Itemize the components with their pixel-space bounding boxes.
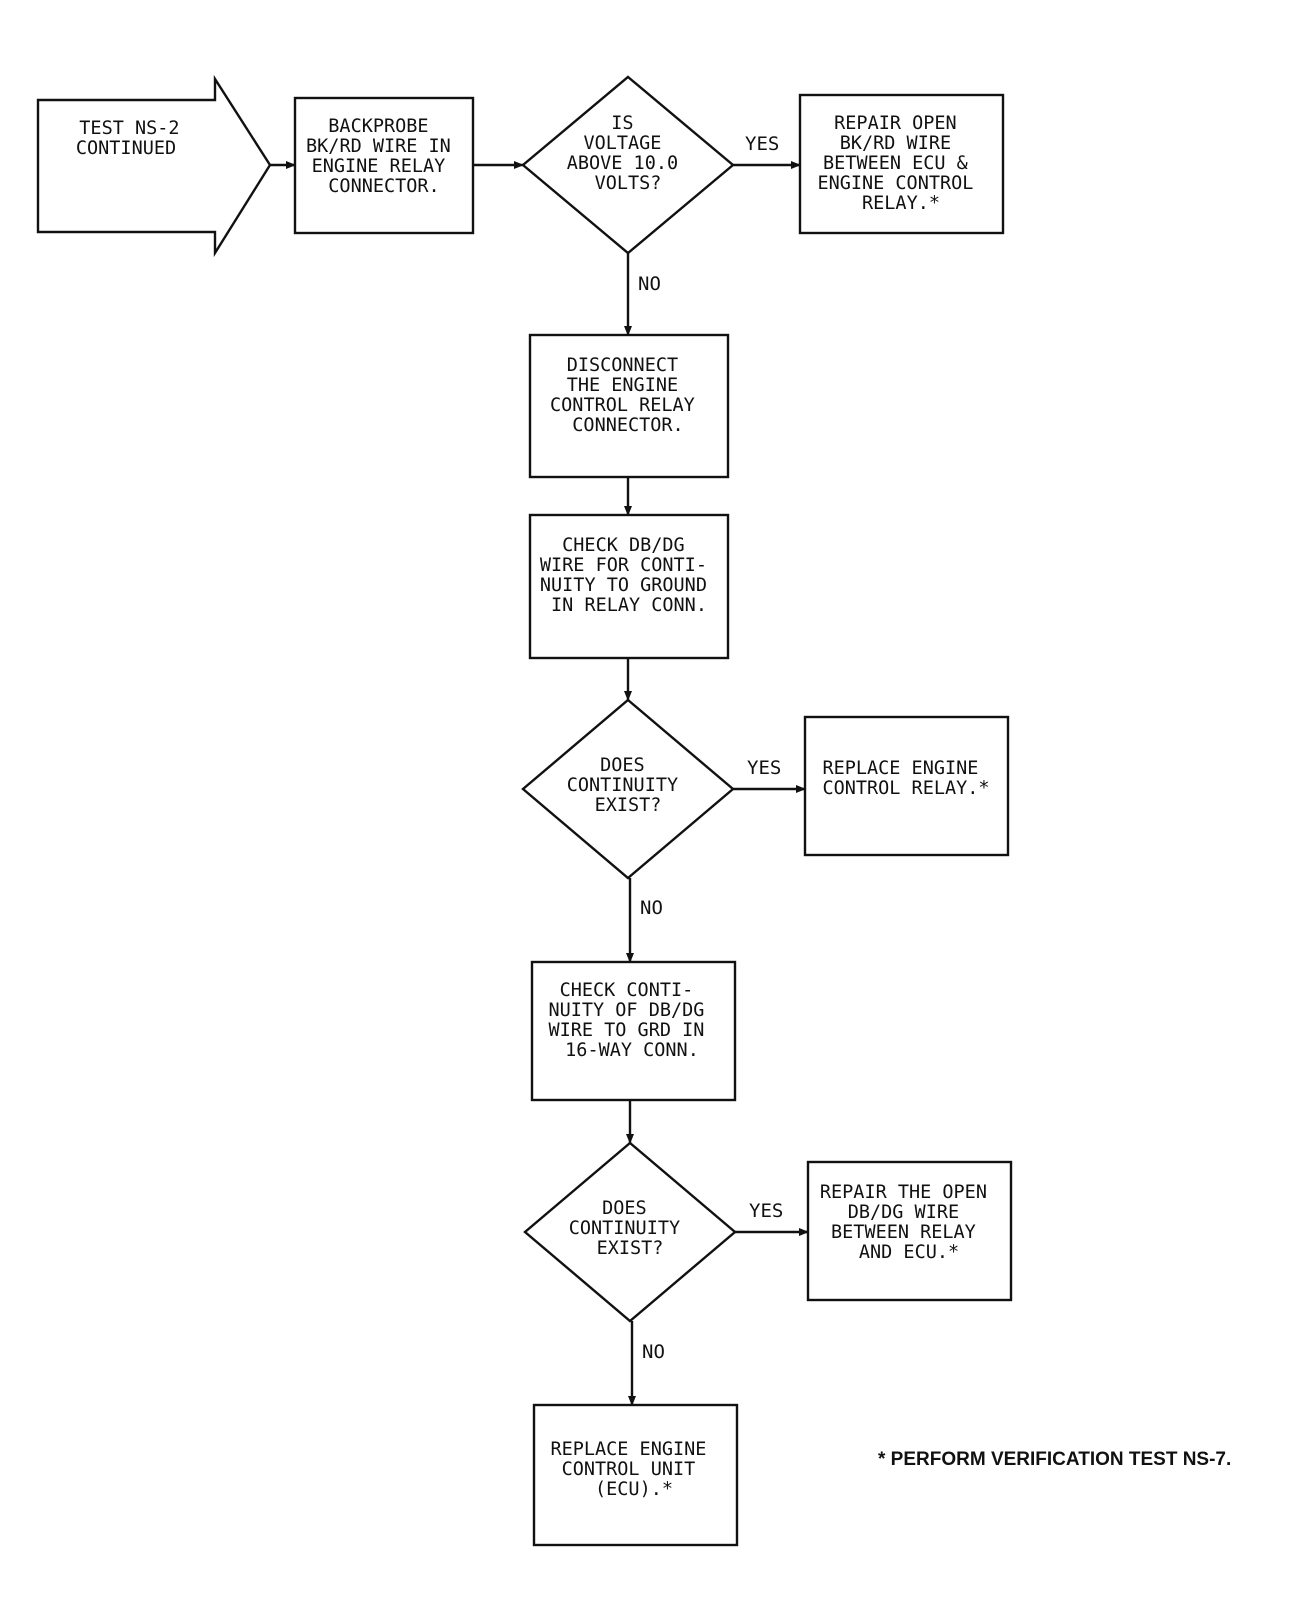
- yes-label-1: YES: [745, 133, 779, 155]
- check-16way-text: CHECK CONTI- NUITY OF DB/DG WIRE TO GRD …: [548, 980, 715, 1061]
- continuity-decision-2-text: DOES CONTINUITY EXIST?: [569, 1198, 692, 1259]
- footnote: * PERFORM VERIFICATION TEST NS-7.: [878, 1449, 1231, 1470]
- voltage-decision-text: IS VOLTAGE ABOVE 10.0 VOLTS?: [567, 113, 690, 194]
- repair-dbdg-text: REPAIR THE OPEN DB/DG WIRE BETWEEN RELAY…: [820, 1182, 998, 1263]
- disconnect-text: DISCONNECT THE ENGINE CONTROL RELAY CONN…: [550, 355, 706, 436]
- check-relay-conn-box: CHECK DB/DG WIRE FOR CONTI- NUITY TO GRO…: [528, 513, 730, 660]
- no-label-3: NO: [642, 1341, 665, 1363]
- backprobe-text: BACKPROBE BK/RD WIRE IN ENGINE RELAY CON…: [306, 116, 462, 197]
- replace-relay-text: REPLACE ENGINE CONTROL RELAY.*: [822, 758, 989, 799]
- continuity-decision-2: DOES CONTINUITY EXIST?: [523, 1141, 737, 1323]
- connectors: [270, 161, 809, 1406]
- start-arrow: TEST NS-2 CONTINUED: [36, 74, 272, 258]
- check-relay-conn-text: CHECK DB/DG WIRE FOR CONTI- NUITY TO GRO…: [540, 535, 718, 616]
- repair-bkrd-box: REPAIR OPEN BK/RD WIRE BETWEEN ECU & ENG…: [798, 93, 1005, 235]
- backprobe-box: BACKPROBE BK/RD WIRE IN ENGINE RELAY CON…: [293, 96, 475, 235]
- no-label-1: NO: [638, 273, 661, 295]
- replace-relay-box: REPLACE ENGINE CONTROL RELAY.*: [803, 715, 1010, 857]
- yes-label-2: YES: [747, 757, 781, 779]
- check-16way-box: CHECK CONTI- NUITY OF DB/DG WIRE TO GRD …: [530, 960, 737, 1102]
- repair-dbdg-box: REPAIR THE OPEN DB/DG WIRE BETWEEN RELAY…: [806, 1160, 1013, 1302]
- no-label-2: NO: [640, 897, 663, 919]
- yes-label-3: YES: [749, 1200, 783, 1222]
- start-label: TEST NS-2 CONTINUED: [76, 118, 191, 159]
- voltage-decision: IS VOLTAGE ABOVE 10.0 VOLTS?: [521, 75, 735, 255]
- disconnect-box: DISCONNECT THE ENGINE CONTROL RELAY CONN…: [528, 333, 730, 479]
- repair-bkrd-text: REPAIR OPEN BK/RD WIRE BETWEEN ECU & ENG…: [817, 113, 984, 214]
- replace-ecu-text: REPLACE ENGINE CONTROL UNIT (ECU).*: [550, 1439, 717, 1500]
- continuity-decision-1: DOES CONTINUITY EXIST?: [521, 698, 735, 880]
- replace-ecu-box: REPLACE ENGINE CONTROL UNIT (ECU).*: [532, 1403, 739, 1547]
- continuity-decision-1-text: DOES CONTINUITY EXIST?: [567, 755, 690, 816]
